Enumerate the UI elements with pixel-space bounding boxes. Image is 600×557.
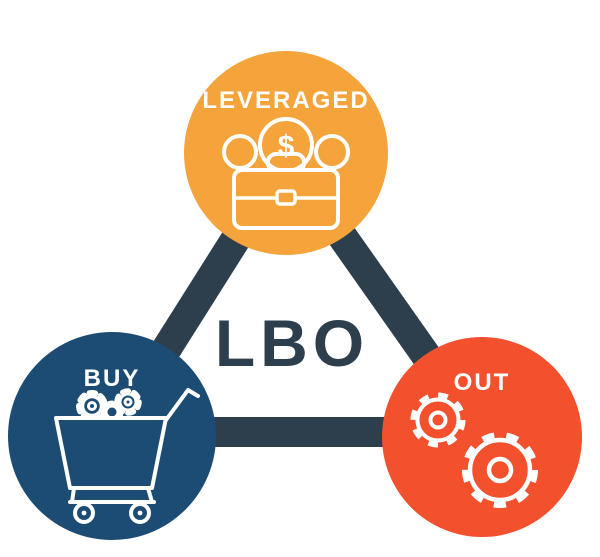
- acronym-text: LBO: [215, 306, 369, 380]
- cart-wheel-right-icon: [129, 502, 151, 524]
- triangle-connector: [99, 143, 495, 447]
- cart-handle: [164, 388, 200, 422]
- gear-large-icon: [462, 432, 538, 508]
- gears-icon: [410, 392, 538, 508]
- cart-gear-right-icon: [114, 388, 142, 416]
- leveraged-label: LEVERAGED: [202, 87, 369, 114]
- cart-wheel-left-icon: [73, 502, 95, 524]
- cart-gears-icon: [54, 388, 200, 524]
- buy-label: BUY: [84, 365, 141, 392]
- cart-wheel-right-hub: [137, 510, 143, 516]
- coin-left-icon: [222, 134, 258, 170]
- gear-small-icon: [410, 392, 466, 448]
- out-label: OUT: [454, 369, 511, 396]
- briefcase-dollar-icon: $: [222, 117, 350, 230]
- cart-basket: [54, 416, 168, 490]
- coin-right-icon: [314, 134, 350, 170]
- node-buy: BUY: [8, 332, 216, 540]
- node-out: OUT: [382, 337, 582, 537]
- briefcase-latch: [275, 189, 297, 206]
- node-leveraged: LEVERAGED $: [184, 51, 388, 255]
- dollar-sign: $: [278, 130, 295, 163]
- cart-wheel-left-hub: [81, 510, 87, 516]
